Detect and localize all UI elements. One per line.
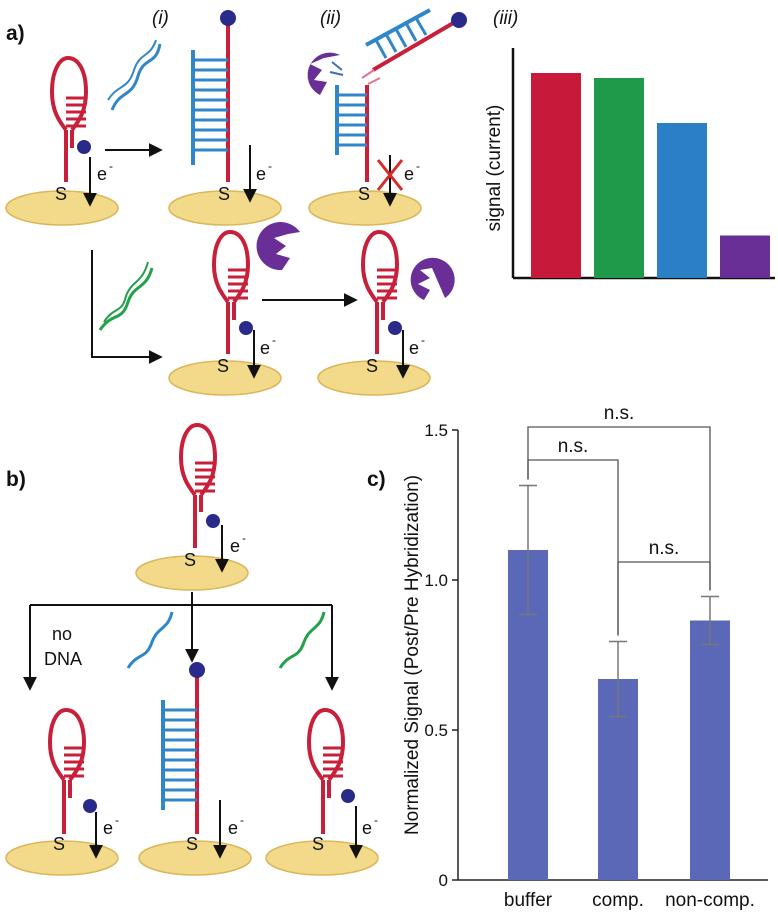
result-complementary: S e - — [138, 662, 252, 876]
svg-text:e: e — [230, 536, 240, 556]
bar — [531, 73, 581, 278]
y-tick-label: 1.0 — [424, 571, 448, 590]
bar — [594, 78, 644, 278]
panel-label-c: c) — [367, 468, 386, 491]
svg-text:S: S — [186, 834, 198, 854]
no-dna-label-line1: no — [52, 624, 72, 644]
significance-label: n.s. — [649, 538, 680, 559]
exonuclease-enzyme-icon — [307, 52, 340, 95]
svg-text:S: S — [217, 356, 229, 376]
significance-brackets: n.s. n.s. n.s. — [527, 403, 711, 636]
svg-text:e: e — [256, 164, 266, 184]
svg-text:e: e — [103, 818, 113, 838]
svg-text:e: e — [362, 818, 372, 838]
exonuclease-enzyme-icon — [256, 222, 300, 271]
electron-sup: - — [109, 159, 113, 173]
result-no-dna: S e - — [5, 707, 119, 876]
x-tick-label: comp. — [592, 890, 644, 911]
sensor-hybridized: S e - — [168, 10, 282, 226]
x-tick-label: buffer — [504, 890, 553, 911]
svg-text:S: S — [312, 834, 324, 854]
panel-label-a: a) — [6, 22, 25, 45]
complementary-target-strand — [126, 611, 174, 669]
y-tick-label: 0.5 — [424, 721, 448, 740]
y-tick-label: 1.5 — [424, 421, 448, 440]
x-tick-label: non-comp. — [665, 890, 755, 911]
noncomplementary-strand — [278, 611, 326, 669]
svg-text:S: S — [358, 184, 370, 204]
no-dna-label-line2: DNA — [44, 649, 82, 669]
y-tick-label: 0 — [439, 871, 448, 890]
sulfur-label: S — [55, 184, 67, 204]
noncomp-pathway: S e - S e - — [91, 222, 455, 396]
bar — [690, 620, 730, 880]
control-hairpin-top: S e - — [135, 422, 249, 591]
electron-label: e — [97, 164, 107, 184]
sub-label-iii: (iii) — [493, 8, 518, 29]
svg-text:-: - — [115, 813, 119, 827]
complementary-target-strand — [110, 43, 162, 111]
significance-label: n.s. — [604, 403, 635, 424]
svg-text:S: S — [53, 834, 65, 854]
bar — [720, 235, 770, 278]
y-axis-title: Normalized Signal (Post/Pre Hybridizatio… — [402, 475, 423, 835]
significance-bracket — [527, 426, 711, 591]
bar — [657, 123, 707, 278]
svg-text:-: - — [374, 813, 378, 827]
complementary-target-strand — [107, 39, 157, 101]
bars-series: buffer comp. non-comp. — [504, 484, 755, 911]
y-ticks: 0 0.5 1.0 1.5 — [424, 421, 458, 890]
sensor-hairpin-initial: S e - — [5, 55, 119, 226]
svg-text:-: - — [268, 159, 272, 173]
svg-text:-: - — [242, 531, 246, 545]
svg-text:-: - — [272, 333, 276, 347]
signal-bar-chart: signal (current) — [484, 48, 775, 280]
svg-text:-: - — [421, 333, 425, 347]
branch-arrows — [23, 592, 339, 691]
significance-label: n.s. — [558, 436, 589, 457]
sensor-cleaved: S e - — [307, 8, 467, 226]
svg-text:e: e — [409, 338, 419, 358]
sub-label-i: (i) — [152, 8, 169, 29]
sub-label-ii: (ii) — [320, 8, 341, 29]
blocked-transfer-x-icon — [376, 159, 404, 191]
svg-text:e: e — [228, 818, 238, 838]
svg-text:S: S — [218, 184, 230, 204]
normalized-signal-chart: Normalized Signal (Post/Pre Hybridizatio… — [402, 403, 768, 911]
svg-text:e: e — [260, 338, 270, 358]
svg-text:-: - — [416, 159, 420, 173]
exonuclease-enzyme-icon — [410, 257, 455, 300]
y-axis-title: signal (current) — [484, 105, 505, 232]
svg-text:-: - — [240, 813, 244, 827]
bars-series — [531, 73, 770, 278]
svg-text:e: e — [404, 164, 414, 184]
result-noncomplementary: S e - — [265, 707, 379, 876]
panel-label-b: b) — [6, 468, 26, 491]
svg-text:S: S — [184, 550, 196, 570]
svg-text:S: S — [366, 356, 378, 376]
